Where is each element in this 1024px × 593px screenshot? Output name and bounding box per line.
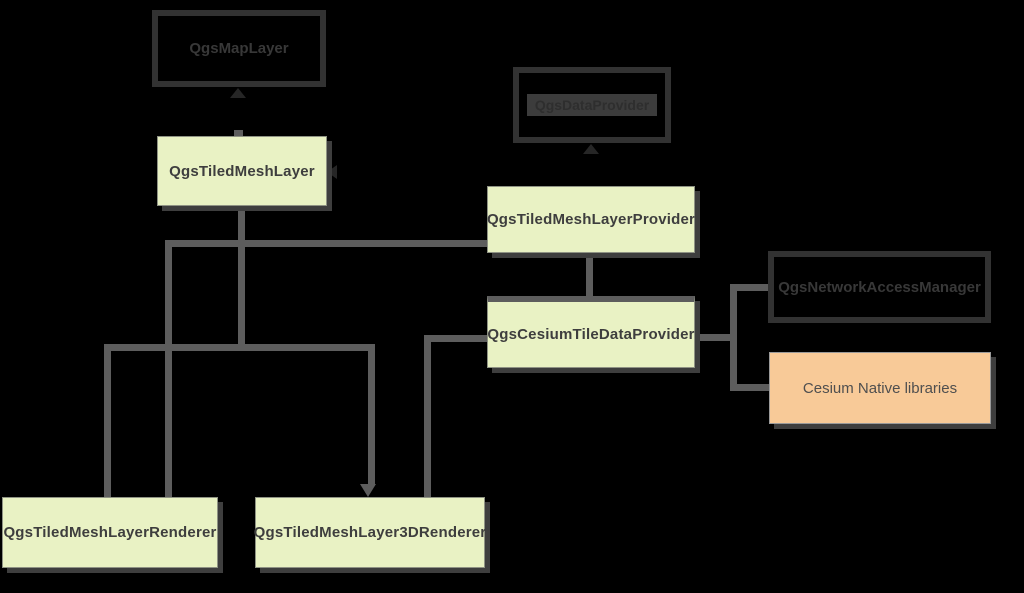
node-label: QgsTiledMeshLayerRenderer	[3, 524, 217, 541]
connector-bus-to-3drenderer	[368, 344, 375, 485]
connector-to-cesium-native	[730, 384, 769, 391]
arrowhead-down-3drenderer-icon	[360, 484, 376, 497]
connector-cesium-left-jog	[424, 335, 487, 342]
connector-to-network-manager	[730, 284, 768, 291]
node-label: QgsMapLayer	[189, 40, 289, 57]
node-qgstiledmeshlayer: QgsTiledMeshLayer	[157, 136, 327, 206]
connector-right-splitter	[730, 284, 737, 391]
node-qgsnetworkaccessmanager: QgsNetworkAccessManager	[768, 251, 991, 323]
node-qgsdataprovider: QgsDataProvider	[513, 67, 671, 143]
node-label: Cesium Native libraries	[802, 379, 958, 397]
arrowhead-up-qgsdataprovider-icon	[583, 144, 599, 154]
node-cesium-native-libraries: Cesium Native libraries	[769, 352, 991, 424]
connector-lower-bus	[104, 344, 375, 351]
connector-trunk-to-renderer	[165, 240, 172, 497]
node-label: QgsTiledMeshLayer3DRenderer	[253, 524, 487, 541]
connector-tiledmeshlayer-down	[238, 206, 245, 351]
node-qgscesiumtiledataprovider: QgsCesiumTileDataProvider	[487, 296, 695, 368]
node-label: QgsNetworkAccessManager	[778, 278, 981, 296]
node-qgstiledmeshlayerprovider: QgsTiledMeshLayerProvider	[487, 186, 695, 253]
connector-stub-tiledmeshlayer-top	[234, 130, 243, 136]
connector-cesium-right	[695, 334, 737, 341]
node-qgstiledmeshlayerrenderer: QgsTiledMeshLayerRenderer	[2, 497, 218, 568]
arrowhead-left-tiledmeshlayer-icon	[327, 165, 337, 179]
node-qgsmaplayer: QgsMapLayer	[152, 10, 326, 87]
node-label-highlighted: QgsDataProvider	[526, 94, 658, 116]
connector-cesium-to-3drenderer	[424, 335, 431, 497]
connector-provider-to-cesium	[586, 253, 593, 296]
arrowhead-up-qgsmaplayer-icon	[230, 88, 246, 98]
node-label: QgsTiledMeshLayer	[169, 162, 315, 180]
node-label: QgsTiledMeshLayerProvider	[486, 211, 696, 228]
connector-provider-trunk	[165, 240, 487, 247]
connector-bus-to-renderer	[104, 344, 111, 497]
node-qgstiledmeshlayer3drenderer: QgsTiledMeshLayer3DRenderer	[254, 497, 486, 568]
node-label: QgsCesiumTileDataProvider	[487, 326, 695, 343]
